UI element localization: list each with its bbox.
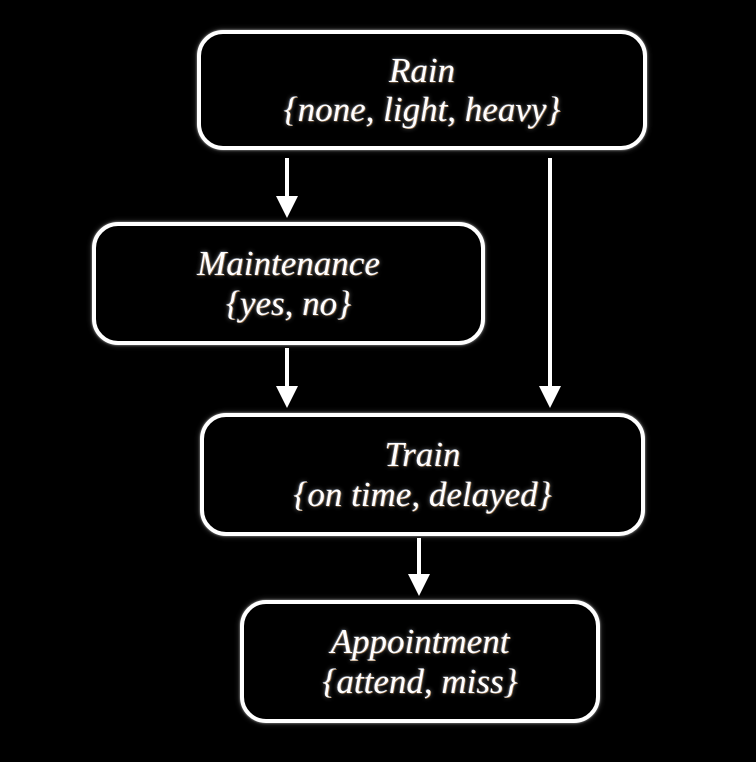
- node-maintenance[interactable]: Maintenance {yes, no}: [92, 222, 485, 345]
- node-rain-title: Rain: [388, 50, 456, 90]
- node-appointment-states: {attend, miss}: [322, 661, 518, 701]
- arrow-maintenance-to-train: [267, 348, 307, 410]
- node-appointment[interactable]: Appointment {attend, miss}: [240, 600, 600, 723]
- node-rain[interactable]: Rain {none, light, heavy}: [197, 30, 647, 150]
- node-train[interactable]: Train {on time, delayed}: [200, 413, 645, 536]
- node-train-states: {on time, delayed}: [293, 474, 552, 514]
- arrow-train-to-appointment: [399, 538, 439, 598]
- arrow-rain-to-maintenance: [267, 158, 307, 220]
- node-train-title: Train: [384, 435, 461, 475]
- node-rain-states: {none, light, heavy}: [283, 90, 561, 129]
- arrow-rain-to-train: [530, 158, 570, 410]
- node-maintenance-title: Maintenance: [197, 244, 380, 284]
- node-appointment-title: Appointment: [330, 622, 510, 662]
- node-maintenance-states: {yes, no}: [225, 283, 352, 323]
